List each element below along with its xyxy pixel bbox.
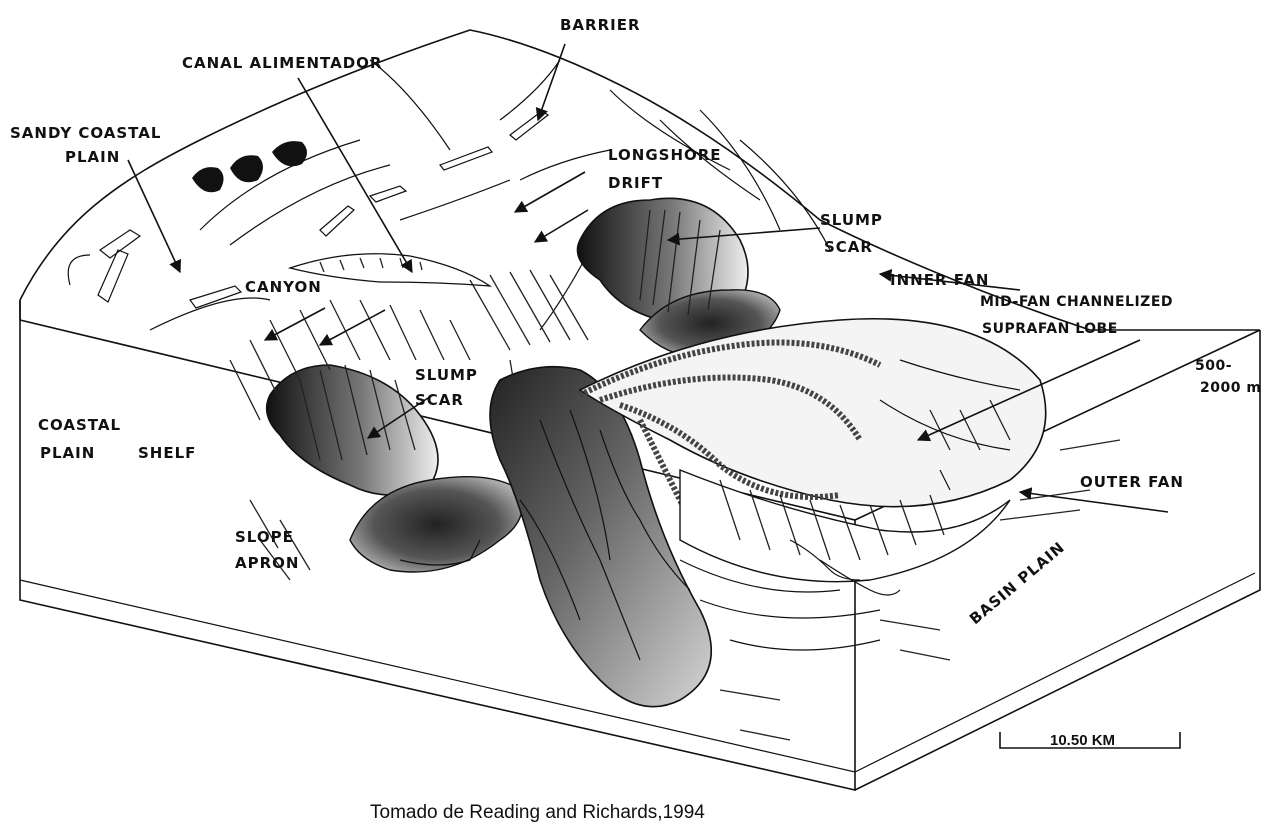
- label-drift: DRIFT: [608, 174, 663, 192]
- label-slope: SLOPE: [235, 528, 294, 546]
- label-depth-bottom: 2000 m: [1200, 380, 1261, 396]
- label-shelf: SHELF: [138, 444, 196, 462]
- label-apron: APRON: [235, 554, 299, 572]
- longshore-arrow-1: [515, 172, 585, 212]
- block-outline: BARRIER CANAL ALIMENTADOR SANDY COASTAL …: [10, 16, 1261, 823]
- label-canal-alimentador: CANAL ALIMENTADOR: [182, 54, 382, 72]
- label-slump-right: SLUMP: [820, 211, 883, 229]
- label-mid-fan-channelized: MID-FAN CHANNELIZED: [980, 294, 1173, 310]
- label-barrier: BARRIER: [560, 16, 641, 34]
- label-sandy-plain: PLAIN: [65, 148, 120, 166]
- label-canyon: CANYON: [245, 278, 322, 296]
- label-inner-fan: INNER FAN: [890, 271, 989, 289]
- flow-arrow-1: [265, 308, 325, 340]
- label-coastal-plain: PLAIN: [40, 444, 95, 462]
- outer-fan-arrow: [1020, 492, 1168, 512]
- scale-bar: 10.50 KM: [1000, 732, 1180, 749]
- label-longshore: LONGSHORE: [608, 146, 722, 164]
- longshore-arrow-2: [535, 210, 588, 242]
- label-sandy-coastal: SANDY COASTAL: [10, 124, 161, 142]
- label-slump-left: SLUMP: [415, 366, 478, 384]
- sandy-plain-arrow: [128, 160, 180, 272]
- label-basin-plain: BASIN PLAIN: [966, 538, 1068, 628]
- label-coastal: COASTAL: [38, 416, 121, 434]
- canal-arrow: [298, 78, 412, 272]
- flow-arrow-2: [320, 310, 385, 345]
- label-outer-fan: OUTER FAN: [1080, 473, 1184, 491]
- label-scar-left: SCAR: [415, 391, 464, 409]
- label-scar-right: SCAR: [824, 238, 873, 256]
- label-depth-top: 500-: [1195, 358, 1232, 374]
- figure-caption: Tomado de Reading and Richards,1994: [370, 802, 705, 823]
- label-suprafan-lobe: SUPRAFAN LOBE: [982, 321, 1118, 337]
- scale-label: 10.50 KM: [1050, 732, 1115, 749]
